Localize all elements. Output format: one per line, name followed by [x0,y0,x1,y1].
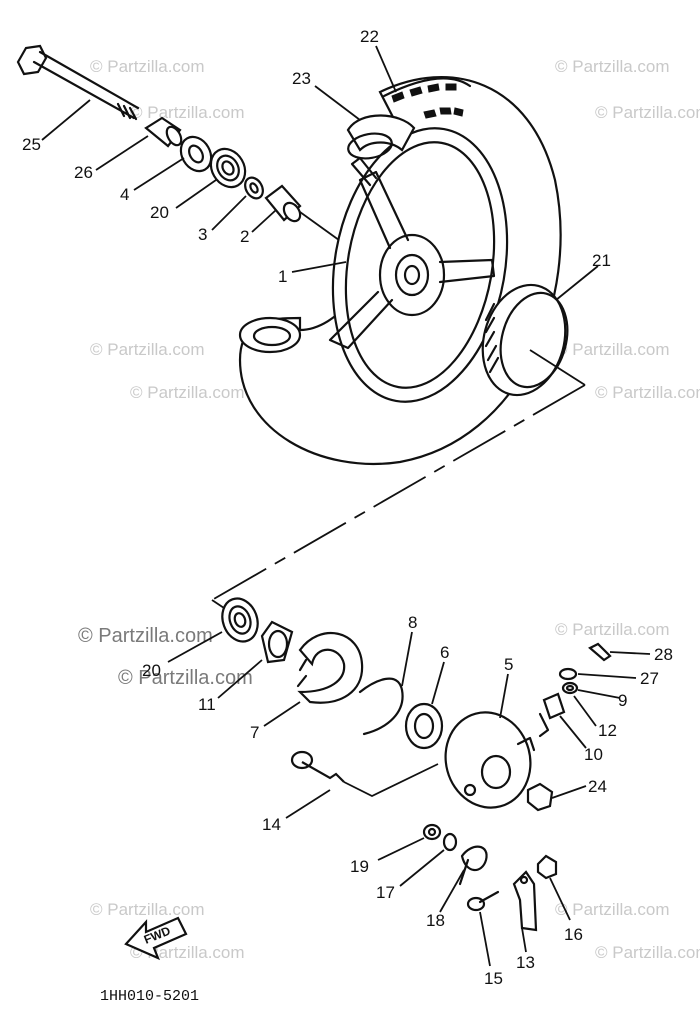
callout-23: 23 [292,69,311,88]
watermark: © Partzilla.com [595,943,700,962]
forward-arrow-icon: FWD [124,916,188,961]
callout-28: 28 [654,645,673,664]
watermark: © Partzilla.com [130,103,245,122]
spacer-part [264,184,351,249]
gear-unit-part [260,620,294,664]
callout-16: 16 [564,925,583,944]
callout-25: 25 [22,135,41,154]
axle-bolt-part [16,44,140,121]
watermark: © Partzilla.com [555,900,670,919]
callout-21: 21 [592,251,611,270]
watermark: © Partzilla.com [555,620,670,639]
bearing-upper-part [209,147,247,189]
callout-2: 2 [240,227,249,246]
wheel-assembly [238,75,562,466]
watermarks: © Partzilla.com © Partzilla.com © Partzi… [78,57,700,962]
callout-20-upper: 20 [150,203,169,222]
callout-14: 14 [262,815,281,834]
callout-20-lower: 20 [142,661,161,680]
callout-19: 19 [350,857,369,876]
callout-15: 15 [484,969,503,988]
brake-shoe-part [296,632,364,704]
callout-6: 6 [440,643,449,662]
callout-24: 24 [588,777,607,796]
lever-hardware [466,854,558,932]
callout-9: 9 [618,691,627,710]
oil-seal-part [179,135,213,173]
callout-22: 22 [360,27,379,46]
callout-11: 11 [198,695,216,714]
callout-17: 17 [376,883,395,902]
watermark-strong: © Partzilla.com [78,625,213,647]
callout-27: 27 [640,669,659,688]
callout-5: 5 [504,655,513,674]
callout-labels: 22 23 25 26 4 20 3 2 1 21 20 11 7 8 6 5 … [22,27,673,988]
seal-part [404,702,444,750]
watermark: © Partzilla.com [90,57,205,76]
callout-3: 3 [198,225,207,244]
callout-leaders [41,45,651,967]
small-hardware [538,642,612,738]
bearing-lower-part [221,597,259,643]
watermark: © Partzilla.com [130,383,245,402]
nut-part [526,782,554,812]
watermark: © Partzilla.com [595,103,700,122]
washer-part [244,176,264,200]
callout-1: 1 [278,267,287,286]
watermark: © Partzilla.com [90,340,205,359]
callout-7: 7 [250,723,259,742]
camshaft-part [290,750,439,798]
callout-8: 8 [408,613,417,632]
spring-part [358,677,404,736]
lower-hardware [422,823,488,886]
watermark: © Partzilla.com [595,383,700,402]
collar-part [144,116,183,148]
rim-band-part [481,283,586,397]
watermark: © Partzilla.com [555,340,670,359]
callout-13: 13 [516,953,535,972]
callout-10: 10 [584,745,603,764]
callout-12: 12 [598,721,617,740]
watermark-strong: © Partzilla.com [118,667,253,689]
callout-26: 26 [74,163,93,182]
brake-panel-part [444,711,536,809]
callout-18: 18 [426,911,445,930]
tube-part [346,114,416,160]
callout-4: 4 [120,185,129,204]
diagram-code: 1HH010-5201 [100,988,199,1005]
watermark: © Partzilla.com [90,900,205,919]
watermark: © Partzilla.com [555,57,670,76]
